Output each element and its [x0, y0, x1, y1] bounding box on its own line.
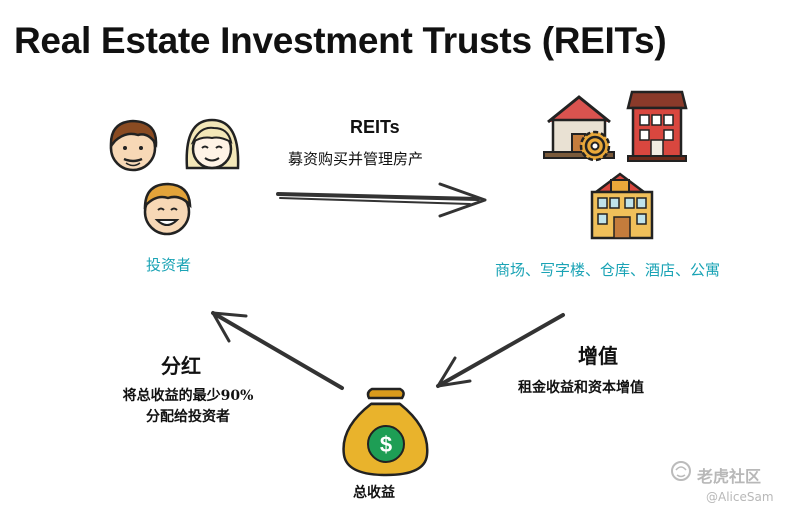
page-title: Real Estate Investment Trusts (REITs)	[14, 20, 667, 61]
money-bag-icon	[342, 387, 429, 477]
investor-label: 投资者	[146, 256, 192, 274]
woman-face-icon	[185, 118, 240, 170]
man-face-icon	[109, 119, 158, 172]
arrow-invest	[276, 182, 487, 218]
reits-label: REITs	[350, 117, 400, 137]
dollar-sign: $	[380, 432, 392, 457]
dividend-description-line1: 将总收益的最少90%	[122, 388, 254, 404]
watermark-brand: 老虎社区	[697, 467, 762, 486]
dividend-description: 将总收益的最少90% 分配给投资者	[103, 386, 273, 428]
arrow-dividend	[211, 311, 344, 390]
dividend-label: 分红	[161, 354, 201, 378]
tiger-logo-icon	[671, 461, 691, 481]
property-label: 商场、写字楼、仓库、酒店、公寓	[495, 261, 721, 279]
boy-face-icon	[143, 182, 192, 236]
reits-description: 募资购买并管理房产	[288, 150, 424, 168]
watermark-user: @AliceSam	[706, 490, 774, 504]
apartment-building-icon	[626, 90, 688, 162]
arrow-appreciation	[436, 313, 565, 388]
appreciation-label: 增值	[578, 344, 618, 368]
appreciation-description: 租金收益和资本增值	[518, 380, 644, 396]
total-income-label: 总收益	[353, 485, 395, 501]
house-gear-icon	[543, 95, 615, 162]
hotel-building-icon	[590, 172, 654, 240]
dividend-description-line2: 分配给投资者	[146, 409, 230, 425]
